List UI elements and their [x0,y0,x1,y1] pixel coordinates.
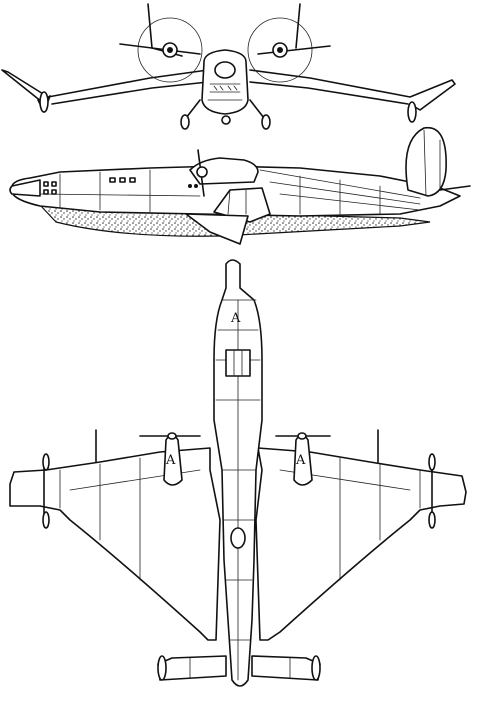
top-cockpit-glazing [225,349,251,377]
front-right-propeller [247,3,331,83]
top-main-wing [9,447,467,641]
left-nacelle-marking: A [165,453,176,468]
front-view [1,3,456,130]
top-dorsal-hatch [230,527,246,549]
side-tail-fin [405,126,471,197]
top-left-nacelle: A [139,432,201,486]
front-landing-gear [180,99,271,130]
side-view [9,126,471,245]
nose-marking: A [230,311,241,326]
front-left-propeller [119,3,203,83]
front-left-wing [1,69,209,113]
side-nose [9,179,41,197]
side-wing-pod [185,187,271,245]
side-windows [43,177,198,195]
top-fuselage: A [213,259,263,687]
top-wingtip-floats [42,429,436,529]
right-nacelle-marking: A [295,453,306,468]
side-engine-nacelle [189,149,259,197]
top-view: A A A [9,259,467,687]
front-right-wing [249,69,456,123]
top-tailplane [157,655,321,681]
top-right-nacelle: A [275,432,331,486]
front-fuselage [201,49,249,115]
